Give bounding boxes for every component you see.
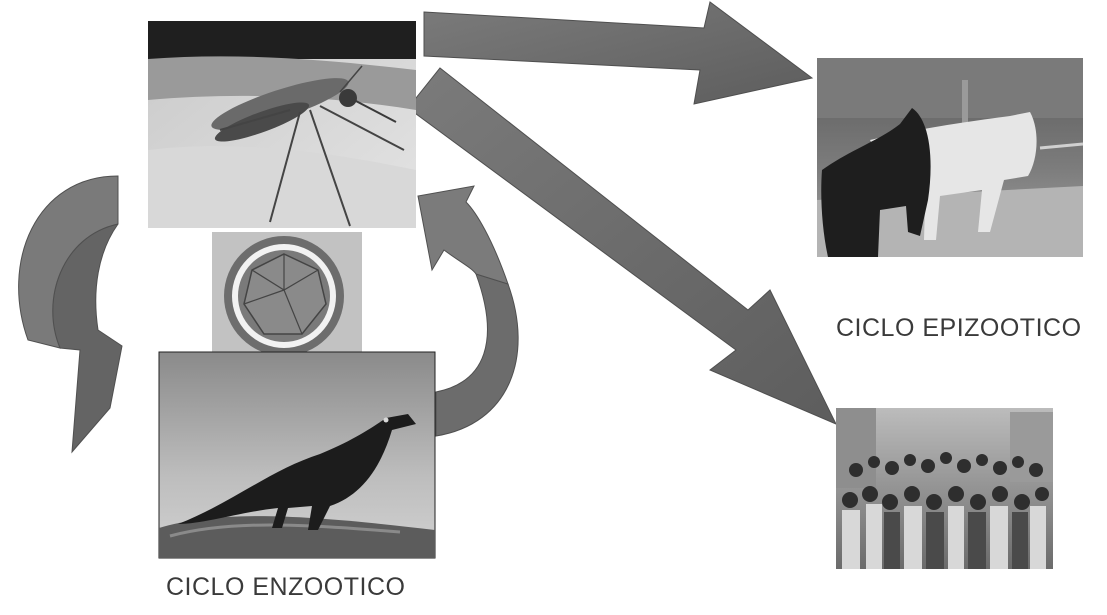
arrow-mosquito-to-horses [424, 2, 812, 104]
arrow-bird-to-mosquito [436, 274, 518, 436]
epizootic-cycle-label: CICLO EPIZOOTICO [836, 314, 1082, 343]
virus-illustration [212, 232, 362, 356]
crowd-photo [836, 408, 1053, 569]
horses-photo [817, 58, 1083, 257]
bird-photo [159, 352, 435, 558]
mosquito-photo [148, 21, 416, 228]
enzootic-cycle-label: CICLO ENZOOTICO [166, 573, 405, 602]
